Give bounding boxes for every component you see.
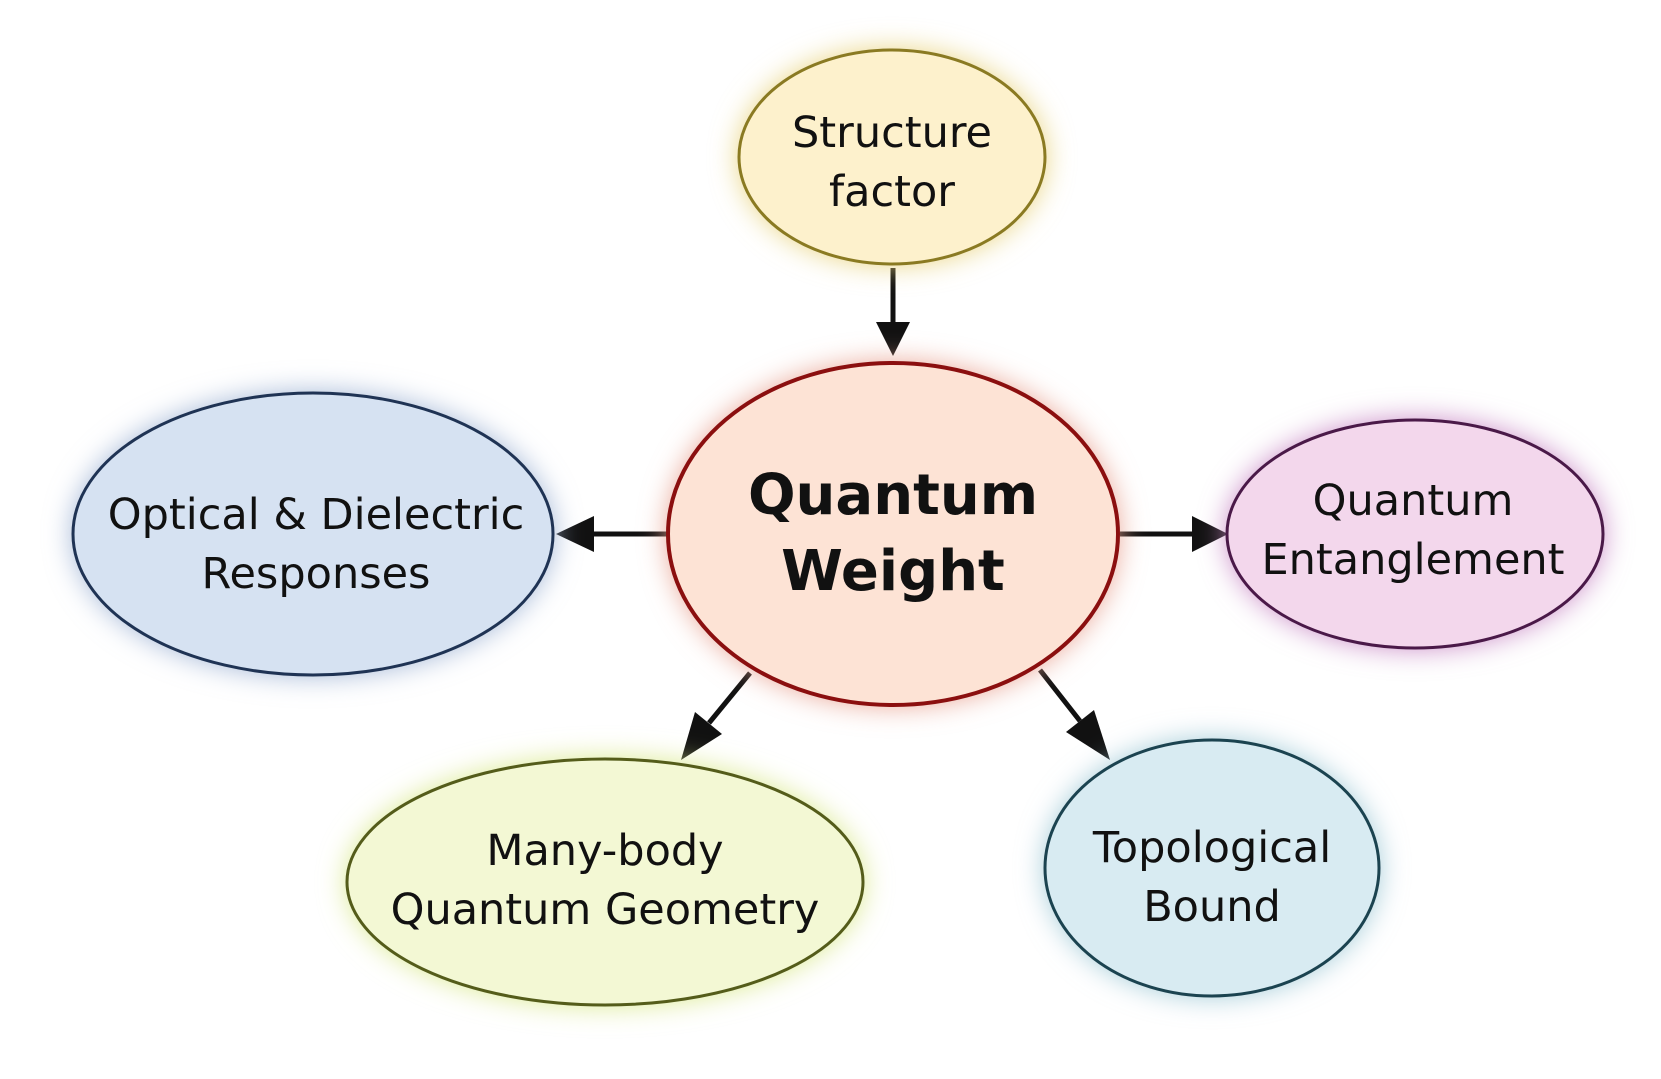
node-optical-dielectric: Optical & Dielectric Responses (71, 391, 555, 677)
center-label-line2: Weight (781, 539, 1005, 604)
arrow-structure-to-center (876, 268, 910, 356)
entanglement-ellipse (1225, 418, 1605, 650)
optical-label-line2: Responses (202, 549, 431, 599)
many-body-ellipse (345, 757, 865, 1007)
entanglement-label-line1: Quantum (1313, 476, 1514, 526)
structure-factor-ellipse (737, 48, 1047, 266)
many-body-label-line2: Quantum Geometry (391, 885, 820, 935)
arrow-center-to-many-body (681, 671, 752, 760)
node-topological-bound: Topological Bound (1043, 738, 1381, 998)
topological-label-line1: Topological (1092, 823, 1331, 873)
node-quantum-entanglement: Quantum Entanglement (1225, 418, 1605, 650)
center-label-line1: Quantum (748, 463, 1038, 528)
structure-factor-label-line1: Structure (792, 108, 992, 158)
topological-ellipse (1043, 738, 1381, 998)
arrow-center-to-entanglement (1120, 516, 1228, 552)
node-structure-factor: Structure factor (737, 48, 1047, 266)
structure-factor-label-line2: factor (829, 167, 955, 217)
optical-label-line1: Optical & Dielectric (108, 490, 524, 540)
entanglement-label-line2: Entanglement (1261, 535, 1564, 585)
optical-ellipse (71, 391, 555, 677)
topological-label-line2: Bound (1143, 882, 1281, 932)
node-quantum-weight: Quantum Weight (666, 361, 1120, 707)
arrow-center-to-topological (1038, 668, 1110, 760)
center-ellipse (666, 361, 1120, 707)
many-body-label-line1: Many-body (486, 826, 723, 876)
node-many-body-quantum-geometry: Many-body Quantum Geometry (345, 757, 865, 1007)
arrow-center-to-optical (556, 516, 668, 552)
